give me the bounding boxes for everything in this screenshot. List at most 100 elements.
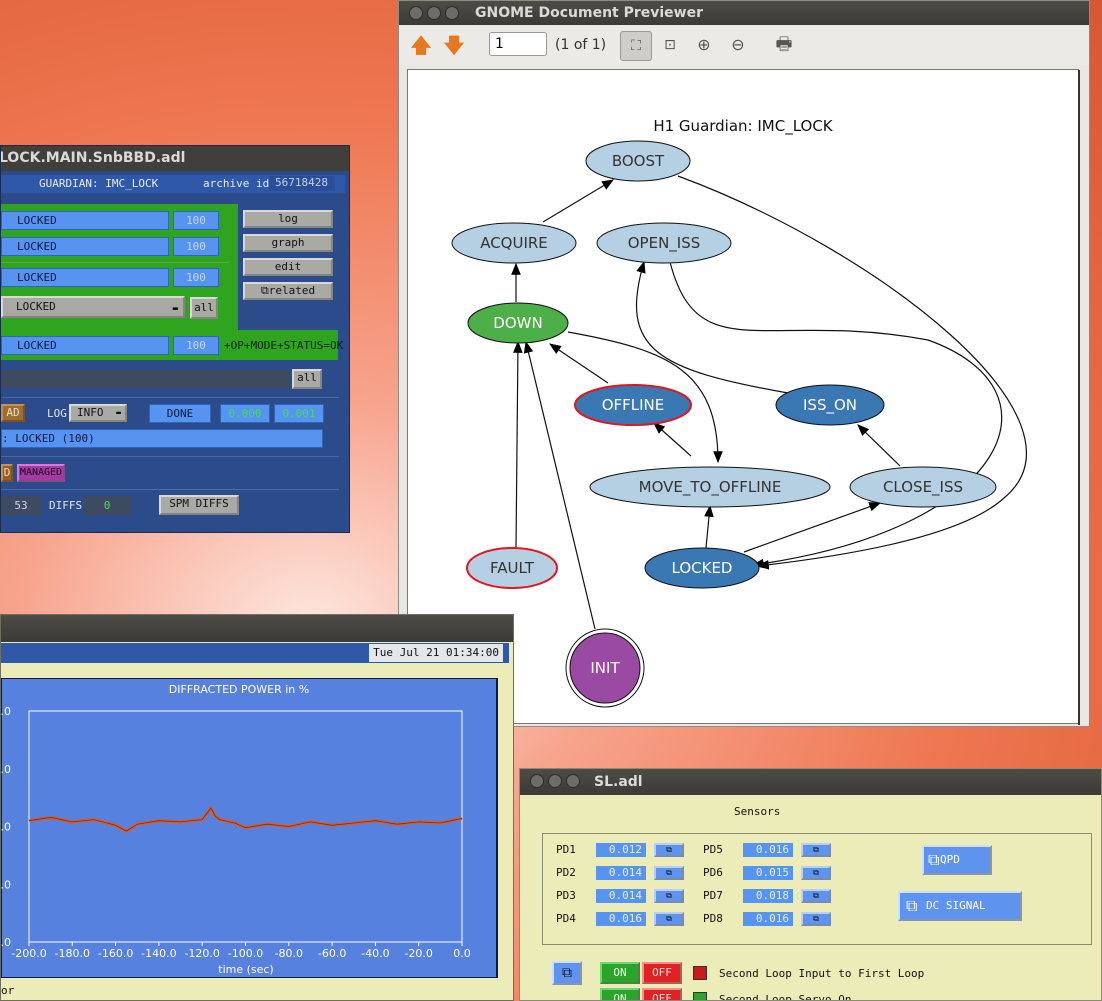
x-tick-label: -100.0: [228, 947, 263, 960]
status-text: +OP+MODE+STATUS=OK: [224, 339, 344, 352]
chart-titlebar[interactable]: [1, 615, 513, 642]
done-indicator: DONE: [149, 404, 211, 423]
node-iss-on: ISS_ON: [775, 384, 885, 426]
loop2-off-button[interactable]: OFF: [642, 988, 682, 1000]
maximize-icon[interactable]: [445, 6, 459, 20]
edge-move-offline: [653, 422, 692, 457]
dropdown-icon: ▬: [172, 304, 178, 314]
edge-offline-down: [549, 343, 609, 384]
dc-signal-label: DC SIGNAL: [926, 899, 986, 912]
sensor-detail-button[interactable]: ⧉: [801, 866, 831, 880]
sensor-value: 0.014: [596, 866, 646, 880]
diffs-value: 0: [83, 496, 131, 515]
request-value: LOCKED: [16, 300, 56, 313]
sensor-detail-button[interactable]: ⧉: [654, 912, 684, 926]
log-level-label: LOG: [47, 407, 67, 420]
node-down: DOWN: [467, 302, 569, 344]
edge-acquire-boost: [542, 179, 615, 223]
all-button[interactable]: all: [190, 297, 218, 319]
loop1-on-button[interactable]: ON: [600, 962, 640, 984]
graph-title: H1 Guardian: IMC_LOCK: [653, 117, 833, 136]
edge-down-move: [567, 331, 723, 464]
sensor-detail-button[interactable]: ⧉: [801, 843, 831, 857]
sensor-detail-button[interactable]: ⧉: [654, 843, 684, 857]
log-button[interactable]: log: [243, 210, 333, 228]
qpd-label: QPD: [940, 853, 960, 866]
x-tick-label: -40.0: [361, 947, 389, 960]
print-icon[interactable]: 🖶: [775, 34, 793, 55]
edge-locked-close: [743, 502, 882, 553]
x-tick-label: -140.0: [141, 947, 176, 960]
state-index: 100: [173, 237, 219, 256]
managed-button[interactable]: MANAGED: [17, 464, 65, 482]
request-dropdown[interactable]: LOCKED ▬: [1, 296, 185, 318]
node-locked: LOCKED: [644, 547, 760, 589]
zoom-out-icon[interactable]: ⊖: [731, 35, 745, 54]
previewer-titlebar[interactable]: GNOME Document Previewer: [399, 1, 1089, 25]
close-icon[interactable]: [409, 6, 423, 20]
edge-close-isson: [857, 424, 901, 467]
related-button[interactable]: ⧉related: [243, 282, 333, 300]
qpd-button[interactable]: ⧉QPD: [922, 845, 992, 875]
zoom-in-icon[interactable]: ⊕: [697, 35, 711, 54]
sl-titlebar[interactable]: SL.adl: [520, 769, 1101, 795]
close-icon[interactable]: [530, 774, 544, 788]
log-level-dropdown[interactable]: INFO▬: [69, 404, 127, 422]
state-summary: : LOCKED (100): [1, 429, 323, 448]
maximize-icon[interactable]: [566, 774, 580, 788]
load-button[interactable]: AD: [1, 404, 25, 422]
node-boost: BOOST: [585, 140, 691, 182]
x-tick-label: -200.0: [11, 947, 46, 960]
loop2-indicator: [693, 992, 707, 1000]
page-number-input[interactable]: 1: [489, 32, 547, 56]
loop1-off-button[interactable]: OFF: [642, 962, 682, 984]
sensor-detail-button[interactable]: ⧉: [801, 889, 831, 903]
minimize-icon[interactable]: [427, 6, 441, 20]
loop1-indicator: [693, 966, 707, 980]
fit-width-icon[interactable]: ⊡: [664, 37, 676, 53]
edge-isson-openiss: [635, 260, 789, 394]
exec-time: 0.000: [220, 404, 270, 423]
minimize-icon[interactable]: [548, 774, 562, 788]
x-tick-label: -160.0: [98, 947, 133, 960]
edge-locked-move: [704, 504, 714, 549]
all-notifications-button[interactable]: all: [292, 369, 322, 389]
svg-text:OFFLINE: OFFLINE: [602, 396, 665, 414]
fit-page-icon[interactable]: ⛶: [620, 31, 652, 61]
svg-text:DOWN: DOWN: [493, 314, 542, 332]
previewer-toolbar: 🡅 🡇 1 (1 of 1) ⛶ ⊡ ⊕ ⊖ 🖶: [399, 25, 1089, 65]
dc-signal-button[interactable]: ⧉DC SIGNAL: [898, 891, 1022, 921]
sensors-heading: Sensors: [734, 805, 781, 818]
loop2-on-button[interactable]: ON: [600, 988, 640, 1000]
svg-text:BOOST: BOOST: [612, 152, 665, 170]
sensor-detail-button[interactable]: ⧉: [801, 912, 831, 926]
mode-button[interactable]: D: [1, 464, 13, 482]
notification-bar: [1, 370, 289, 388]
sensor-value: 0.012: [596, 843, 646, 857]
next-page-icon[interactable]: 🡇: [443, 33, 465, 57]
sensor-detail-button[interactable]: ⧉: [654, 889, 684, 903]
sensor-name: PD4: [556, 912, 576, 925]
status-state-index: 100: [173, 336, 219, 355]
related-label: related: [268, 284, 316, 297]
spm-diffs-button[interactable]: SPM DIFFS: [159, 495, 239, 515]
exec-time: 0.001: [274, 404, 324, 423]
divider: [1, 489, 339, 490]
edit-button[interactable]: edit: [243, 258, 333, 276]
svg-text:ISS_ON: ISS_ON: [803, 396, 857, 415]
svg-text:MOVE_TO_OFFLINE: MOVE_TO_OFFLINE: [639, 478, 782, 497]
related-display-icon[interactable]: ⧉: [552, 961, 582, 985]
y-tick-label: .0: [1, 763, 11, 776]
graph-button[interactable]: graph: [243, 234, 333, 252]
node-fault: FAULT: [466, 547, 558, 589]
sensor-name: PD6: [703, 866, 723, 879]
chart-series-outline: [28, 807, 463, 832]
previous-page-icon[interactable]: 🡅: [410, 33, 432, 57]
y-tick-label: .0: [1, 936, 11, 949]
node-move-to-offline: MOVE_TO_OFFLINE: [589, 466, 831, 508]
sensor-detail-button[interactable]: ⧉: [654, 866, 684, 880]
chart-timestamp: Tue Jul 21 01:34:00: [369, 644, 503, 662]
guardian-titlebar[interactable]: LOCK.MAIN.SnbBBD.adl: [1, 146, 349, 171]
archive-id: 56718428: [269, 176, 335, 191]
sensor-name: PD1: [556, 843, 576, 856]
